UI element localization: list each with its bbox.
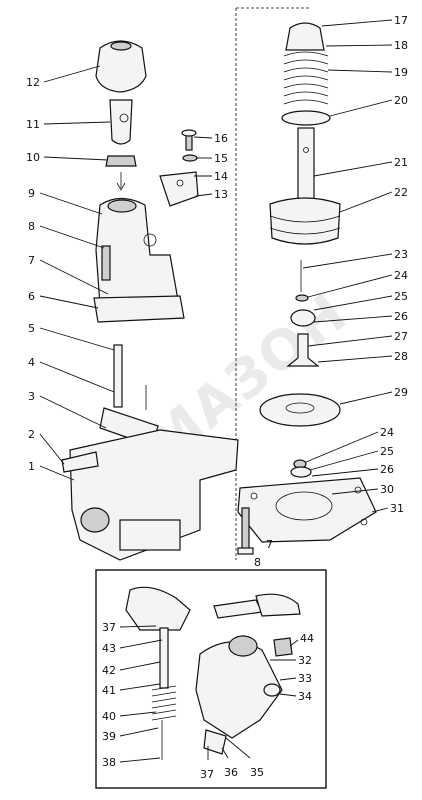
label-7b: 7 (266, 538, 273, 551)
label-18: 18 (394, 39, 408, 52)
label-27: 27 (394, 330, 408, 343)
label-2: 2 (28, 428, 35, 441)
inset-label-39: 39 (102, 730, 116, 743)
piston-part (269, 197, 341, 245)
label-13: 13 (214, 188, 228, 201)
boot-part (285, 22, 325, 51)
label-25b: 25 (380, 445, 394, 458)
label-26: 26 (394, 310, 408, 323)
inset-label-36: 36 (224, 766, 238, 779)
label-12: 12 (26, 76, 40, 89)
label-31: 31 (390, 502, 404, 515)
inset-label-34: 34 (298, 690, 312, 703)
label-7: 7 (28, 254, 35, 267)
labels-center: 16 15 14 13 (193, 132, 228, 201)
assembly-arrow (116, 172, 126, 191)
lower-housing-part (69, 429, 239, 561)
label-19: 19 (394, 66, 408, 79)
inset-label-33: 33 (298, 672, 312, 685)
inset-label-32: 32 (298, 654, 312, 667)
label-17: 17 (394, 14, 408, 27)
inset-label-37b: 37 (200, 768, 214, 781)
label-8: 8 (28, 220, 35, 233)
plate-part (159, 171, 199, 207)
inset-assembly (125, 586, 301, 760)
knob-part (95, 40, 147, 93)
cover-part (237, 477, 377, 543)
inset-label-38: 38 (102, 756, 116, 769)
sleeve-part (109, 99, 133, 145)
label-8b: 8 (254, 556, 261, 569)
label-24b: 24 (380, 426, 394, 439)
nut-part (105, 155, 137, 167)
label-16: 16 (214, 132, 228, 145)
label-30: 30 (380, 483, 394, 496)
inset-labels-left: 37 43 42 41 40 39 38 (102, 621, 163, 769)
diaphragm-part (259, 393, 341, 427)
label-9: 9 (28, 187, 35, 200)
inset-label-37: 37 (102, 621, 116, 634)
inset-label-43: 43 (102, 642, 116, 655)
inset-labels-bottom: 37 36 35 (200, 737, 264, 781)
label-21: 21 (394, 156, 408, 169)
shaft-part (297, 127, 315, 201)
inset-label-40: 40 (102, 710, 116, 723)
label-28: 28 (394, 350, 408, 363)
labels-left: 12 11 10 9 8 7 6 5 4 3 2 1 (26, 65, 115, 481)
label-25: 25 (394, 290, 408, 303)
spring-part (283, 51, 329, 105)
label-24: 24 (394, 269, 408, 282)
right-assembly (237, 22, 377, 555)
lever-rod (113, 344, 123, 408)
left-assembly (61, 40, 239, 561)
inset-label-44: 44 (300, 632, 314, 645)
label-15: 15 (214, 152, 228, 165)
label-4: 4 (28, 356, 35, 369)
label-11: 11 (26, 118, 40, 131)
flange-part (93, 295, 185, 323)
pin-part (61, 451, 99, 473)
label-10: 10 (26, 151, 40, 164)
label-5: 5 (28, 322, 35, 335)
label-26b: 26 (380, 463, 394, 476)
inset-frame (95, 569, 327, 789)
label-23: 23 (394, 248, 408, 261)
label-3: 3 (28, 390, 35, 403)
inset-label-42: 42 (102, 664, 116, 677)
inset-label-41: 41 (102, 684, 116, 697)
label-6: 6 (28, 290, 35, 303)
inset-labels-right: 44 32 33 34 (270, 632, 314, 703)
inset-label-35: 35 (250, 766, 264, 779)
label-29: 29 (394, 386, 408, 399)
labels-right: 17 18 19 20 21 22 23 24 25 26 27 28 29 2… (302, 14, 408, 515)
label-14: 14 (214, 170, 228, 183)
label-1: 1 (28, 460, 35, 473)
label-22: 22 (394, 186, 408, 199)
valve-part (286, 333, 320, 367)
label-20: 20 (394, 94, 408, 107)
